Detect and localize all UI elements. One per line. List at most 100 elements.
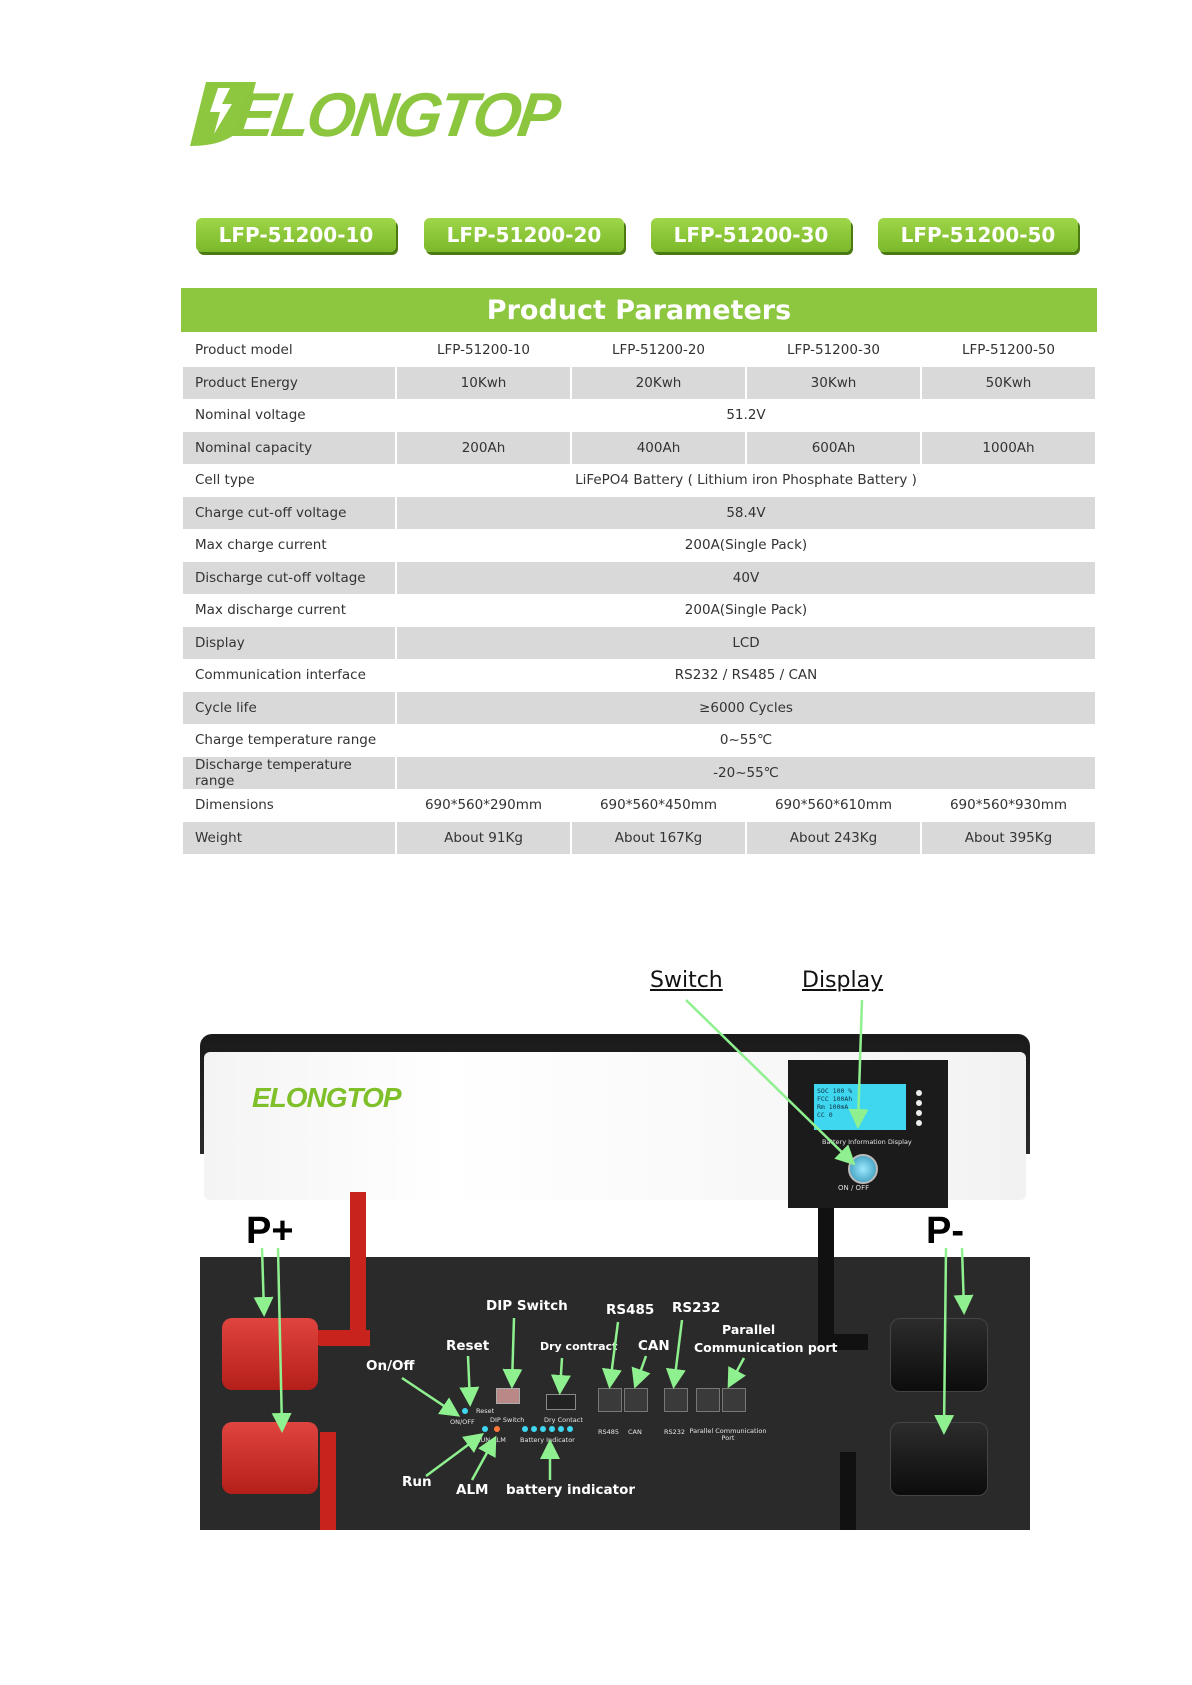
- lightning-logo-icon: [190, 82, 256, 146]
- alm-led-icon: [494, 1426, 500, 1432]
- param-label: Product model: [195, 342, 293, 359]
- param-label: Max discharge current: [195, 602, 346, 619]
- black-cable: [840, 1452, 856, 1530]
- brand-logo: ELONGTOP: [188, 80, 562, 152]
- model-button-10[interactable]: LFP-51200-10: [196, 218, 396, 252]
- status-led-icon: [916, 1100, 922, 1106]
- battery-led-icon: [522, 1426, 528, 1432]
- table-row: Communication interface RS232 / RS485 / C…: [183, 659, 1095, 692]
- param-label: Nominal capacity: [183, 431, 395, 464]
- param-label: Weight: [183, 821, 395, 854]
- battery-led-icon: [567, 1426, 573, 1432]
- positive-terminal-bottom: [222, 1422, 318, 1494]
- param-value: 200A(Single Pack): [684, 537, 808, 554]
- param-label: Max charge current: [195, 537, 327, 554]
- callout-reset: Reset: [446, 1338, 490, 1354]
- red-cable: [310, 1330, 370, 1346]
- negative-terminal-label: P-: [926, 1210, 964, 1252]
- params-title: Product Parameters: [181, 288, 1097, 332]
- param-value: RS232 / RS485 / CAN: [674, 667, 818, 684]
- parallel-port-icon[interactable]: [696, 1388, 720, 1412]
- param-value: -20~55℃: [397, 756, 1095, 789]
- panel-label-can: CAN: [628, 1428, 642, 1436]
- param-value: ≥6000 Cycles: [397, 691, 1095, 724]
- param-value: 1000Ah: [922, 431, 1095, 464]
- run-led-icon: [482, 1426, 488, 1432]
- param-value: 200A(Single Pack): [684, 602, 808, 619]
- model-button-50[interactable]: LFP-51200-50: [878, 218, 1078, 252]
- callout-arrows: [253, 999, 974, 1481]
- param-label: Product Energy: [183, 366, 395, 399]
- status-led-icon: [916, 1110, 922, 1116]
- param-value: LFP-51200-50: [962, 342, 1055, 359]
- param-value: 58.4V: [397, 496, 1095, 529]
- param-value: 690*560*290mm: [424, 797, 543, 814]
- param-label: Charge cut-off voltage: [183, 496, 395, 529]
- positive-terminal-label: P+: [246, 1210, 294, 1252]
- product-diagram: Switch Display ELONGTOP SOC 100 % FCC 10…: [200, 952, 1030, 1530]
- table-row: Discharge temperature range-20~55℃: [183, 756, 1095, 789]
- param-value: About 243Kg: [747, 821, 920, 854]
- black-cable: [818, 1257, 834, 1347]
- param-value: LCD: [397, 626, 1095, 659]
- table-row: Nominal voltage 51.2V: [183, 399, 1095, 432]
- param-label: Nominal voltage: [195, 407, 306, 424]
- param-value: 30Kwh: [747, 366, 920, 399]
- panel-label-dry-contact: Dry Contact: [544, 1416, 583, 1424]
- status-led-icon: [916, 1090, 922, 1096]
- dip-arrow-icon: [502, 1317, 523, 1389]
- unit-logo: ELONGTOP: [252, 1082, 402, 1113]
- panel-label-on-off: ON/OFF: [450, 1418, 475, 1426]
- p-minus-arrow-icon: [953, 1247, 974, 1315]
- positive-terminal-top: [222, 1318, 318, 1390]
- param-value: About 395Kg: [922, 821, 1095, 854]
- callout-rs232: RS232: [672, 1300, 721, 1316]
- param-value: 20Kwh: [572, 366, 745, 399]
- param-label: Discharge cut-off voltage: [183, 561, 395, 594]
- param-value: 40V: [397, 561, 1095, 594]
- battery-led-icon: [540, 1426, 546, 1432]
- panel-label-reset: Reset: [476, 1407, 495, 1415]
- rs232-port-icon[interactable]: [664, 1388, 688, 1412]
- param-label: Communication interface: [195, 667, 366, 684]
- callout-can: CAN: [638, 1338, 670, 1354]
- parallel-arrow-icon: [727, 1357, 746, 1389]
- param-value: LFP-51200-20: [612, 342, 705, 359]
- param-value: About 91Kg: [397, 821, 570, 854]
- reset-button-icon[interactable]: [462, 1408, 468, 1414]
- param-value: 10Kwh: [397, 366, 570, 399]
- rs485-port-icon[interactable]: [598, 1388, 622, 1412]
- model-button-20[interactable]: LFP-51200-20: [424, 218, 624, 252]
- display-label: Display: [802, 968, 884, 993]
- panel-label-parallel-port: Parallel Communication Port: [689, 1427, 767, 1442]
- callout-rs485: RS485: [606, 1302, 655, 1318]
- lcd-line: Rm 100mA: [817, 1103, 849, 1111]
- battery-led-icon: [558, 1426, 564, 1432]
- callout-on-off: On/Off: [366, 1358, 415, 1374]
- param-value: 600Ah: [747, 431, 920, 464]
- param-value: 200Ah: [397, 431, 570, 464]
- param-label: Display: [183, 626, 395, 659]
- model-button-30[interactable]: LFP-51200-30: [651, 218, 851, 252]
- display-caption: Battery Information Display: [822, 1138, 912, 1146]
- lcd-line: FCC 100Ah: [817, 1095, 853, 1103]
- table-row: Max charge current 200A(Single Pack): [183, 529, 1095, 562]
- param-value: 400Ah: [572, 431, 745, 464]
- panel-label-dip-switch: DIP Switch: [490, 1416, 525, 1424]
- red-cable: [320, 1432, 336, 1530]
- callout-battery-indicator: battery indicator: [506, 1482, 636, 1498]
- dry-arrow-icon: [550, 1357, 571, 1395]
- param-value: 51.2V: [726, 407, 766, 424]
- panel-label-rs232: RS232: [664, 1428, 686, 1436]
- param-value: 690*560*450mm: [599, 797, 718, 814]
- table-row: Max discharge current 200A(Single Pack): [183, 594, 1095, 627]
- alm-arrow-icon: [470, 1435, 497, 1481]
- parallel-port-icon[interactable]: [722, 1388, 746, 1412]
